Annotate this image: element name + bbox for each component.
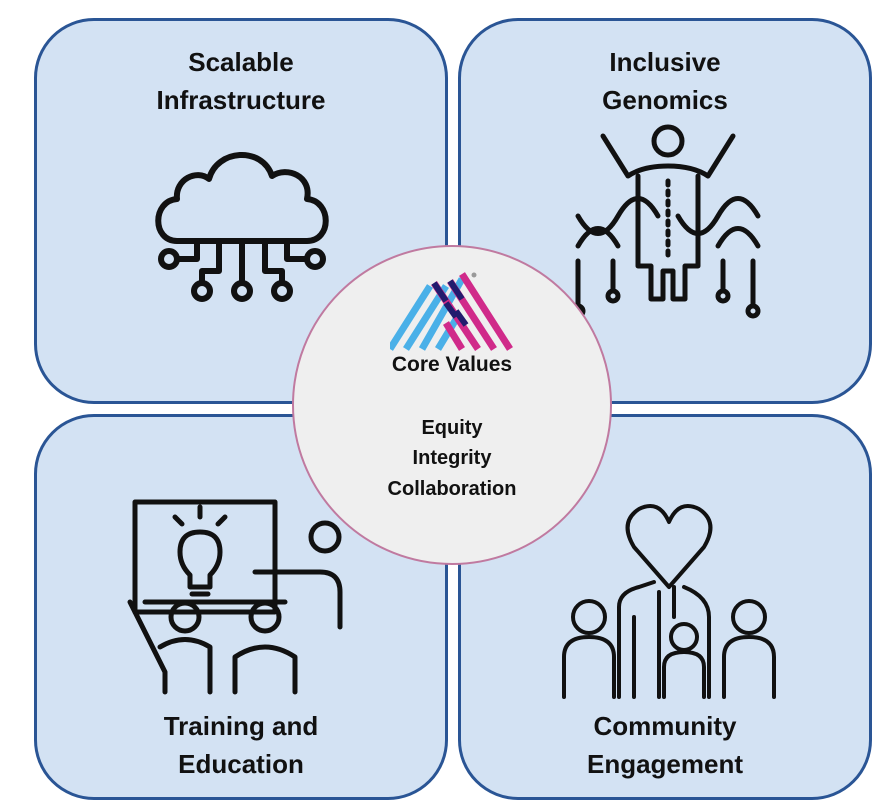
title-line: Scalable	[188, 47, 294, 77]
title-line: Infrastructure	[156, 85, 326, 115]
quadrant-title: Inclusive Genomics	[461, 43, 869, 119]
title-line: Genomics	[602, 85, 728, 115]
title-line: Community	[593, 711, 737, 741]
quadrant-scalable-infrastructure: Scalable Infrastructure	[34, 18, 448, 404]
mount-sinai-logo-icon	[390, 271, 515, 351]
person-dna-icon	[573, 121, 763, 321]
core-value-integrity: Integrity	[412, 447, 492, 469]
title-line: Education	[178, 749, 304, 779]
quadrant-title: Scalable Infrastructure	[37, 43, 445, 119]
title-line: Engagement	[586, 749, 744, 779]
quadrant-title: Community Engagement	[461, 707, 869, 783]
people-heart-icon	[559, 497, 779, 707]
core-values-circle: Core Values Equity Integrity Collaborati…	[292, 245, 612, 565]
title-line: Training and	[163, 711, 319, 741]
teaching-board-icon	[125, 497, 365, 697]
cloud-network-icon	[147, 141, 337, 331]
core-values-heading: Core Values	[391, 353, 513, 376]
quadrant-title: Training and Education	[37, 707, 445, 783]
core-value-collaboration: Collaboration	[387, 478, 517, 500]
core-value-equity: Equity	[421, 417, 483, 439]
title-line: Inclusive	[609, 47, 721, 77]
